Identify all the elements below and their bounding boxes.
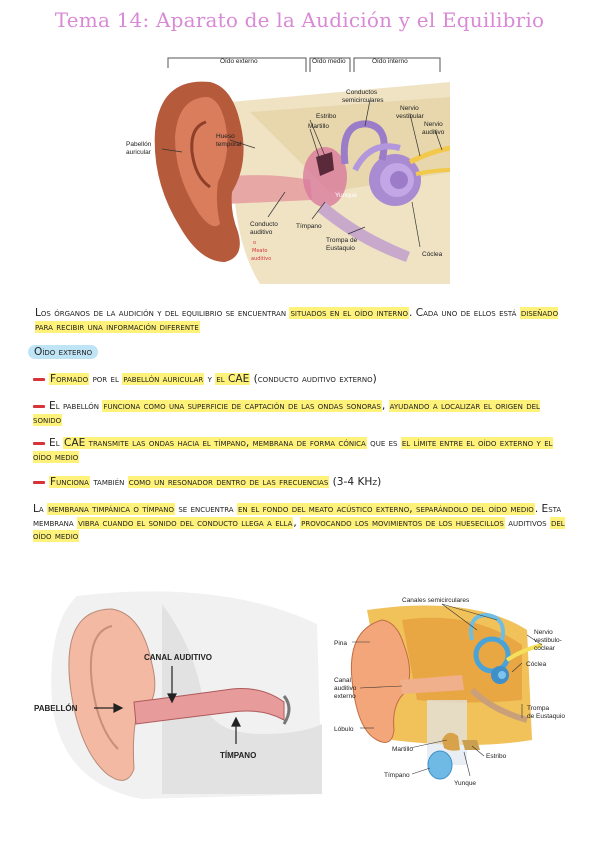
label-nervio-2: vestibulo- [534, 637, 562, 644]
label-timpano-fig2: TÍMPANO [220, 751, 256, 760]
label-yunque-fig3: Yunque [454, 780, 476, 787]
highlight-situados: situados en el oído interno [289, 307, 410, 319]
ear-anatomy-figure: Oído externo Oído medio Oído interno Est… [120, 52, 450, 284]
label-coclea: Cóclea [422, 251, 443, 258]
label-timpano-fig3: Tímpano [384, 772, 410, 779]
handwritten-note-2: Meato [252, 248, 267, 254]
bullet-4: Funciona también como un resonador dentr… [33, 476, 563, 490]
label-martillo-fig3: Martillo [392, 746, 413, 753]
label-trompa-1: Trompa de [326, 237, 358, 244]
label-nervio-3: coclear [534, 645, 556, 652]
label-oido-interno: Oído interno [372, 58, 408, 65]
label-nervio-1: Nervio [534, 629, 553, 636]
label-conducto-1: Conducto [250, 221, 278, 228]
section-heading-oido-externo: Oído externo [28, 345, 99, 359]
handwritten-note-3: auditivo [251, 256, 271, 262]
label-nervio-vestibular-1: Nervio [400, 105, 419, 112]
label-martillo: Martillo [308, 123, 329, 130]
handwritten-note-1: o [253, 240, 256, 246]
label-timpano: Tímpano [296, 223, 322, 230]
label-yunque: Yunque [335, 192, 357, 199]
red-dash-icon [33, 377, 45, 381]
label-conductos-1: Conductos [346, 89, 378, 96]
label-canal-3: externo [334, 693, 356, 700]
red-dash-icon [33, 404, 45, 408]
ear-detail-figure: Canales semicirculares Pina Nervio vesti… [322, 590, 582, 790]
page-title: Tema 14: Aparato de la Audición y el Equ… [54, 8, 545, 32]
label-trompa-2: Eustaquio [326, 245, 355, 252]
label-nervio-auditivo-2: auditivo [422, 129, 445, 136]
label-nervio-vestibular-2: vestibular [396, 113, 425, 120]
label-canal-2: auditivo [334, 685, 357, 692]
label-canal-1: Canal [334, 677, 352, 684]
label-hueso-2: temporal [216, 141, 242, 148]
label-estribo: Estribo [316, 113, 337, 120]
label-pabellon: PABELLÓN [34, 704, 78, 713]
bullet-2: El pabellón funciona como una superficie… [33, 400, 540, 426]
label-lobulo: Lóbulo [334, 726, 354, 733]
intro-paragraph: Los órganos de la audición y del equilib… [35, 307, 559, 333]
label-trompa-fig3-1: Trompa [527, 705, 550, 712]
red-dash-icon [33, 441, 45, 445]
outer-ear-figure: CANAL AUDITIVO PABELLÓN TÍMPANO [22, 584, 322, 804]
label-pabellon-1: Pabellón [126, 141, 152, 148]
label-estribo-fig3: Estribo [486, 753, 507, 760]
label-oido-externo: Oído externo [220, 58, 258, 65]
outer-ear-illustration: CANAL AUDITIVO PABELLÓN TÍMPANO [34, 591, 322, 799]
bullet-1: Formado por el pabellón auricular y el C… [33, 373, 563, 387]
ear-anatomy-illustration: Oído externo Oído medio Oído interno Est… [120, 52, 450, 284]
label-oido-medio: Oído medio [312, 58, 346, 65]
label-canal-auditivo: CANAL AUDITIVO [144, 653, 212, 662]
timpano-paragraph: La membrana timpánica o tímpano se encue… [33, 503, 565, 542]
label-hueso-1: Hueso [216, 133, 235, 140]
label-pina: Pina [334, 640, 347, 647]
red-dash-icon [33, 480, 45, 484]
label-conducto-2: auditivo [250, 229, 273, 236]
bullet-3: El CAE transmite las ondas hacia el tímp… [33, 437, 553, 463]
label-nervio-auditivo-1: Nervio [424, 121, 443, 128]
label-canales-semicirculares: Canales semicirculares [402, 597, 470, 604]
label-pabellon-2: auricular [126, 149, 152, 156]
ear-detail-illustration: Canales semicirculares Pina Nervio vesti… [334, 597, 565, 787]
label-conductos-2: semicirculares [342, 97, 384, 104]
label-trompa-fig3-2: de Eustaquio [527, 713, 565, 720]
label-coclea-fig3: Cóclea [526, 661, 547, 668]
